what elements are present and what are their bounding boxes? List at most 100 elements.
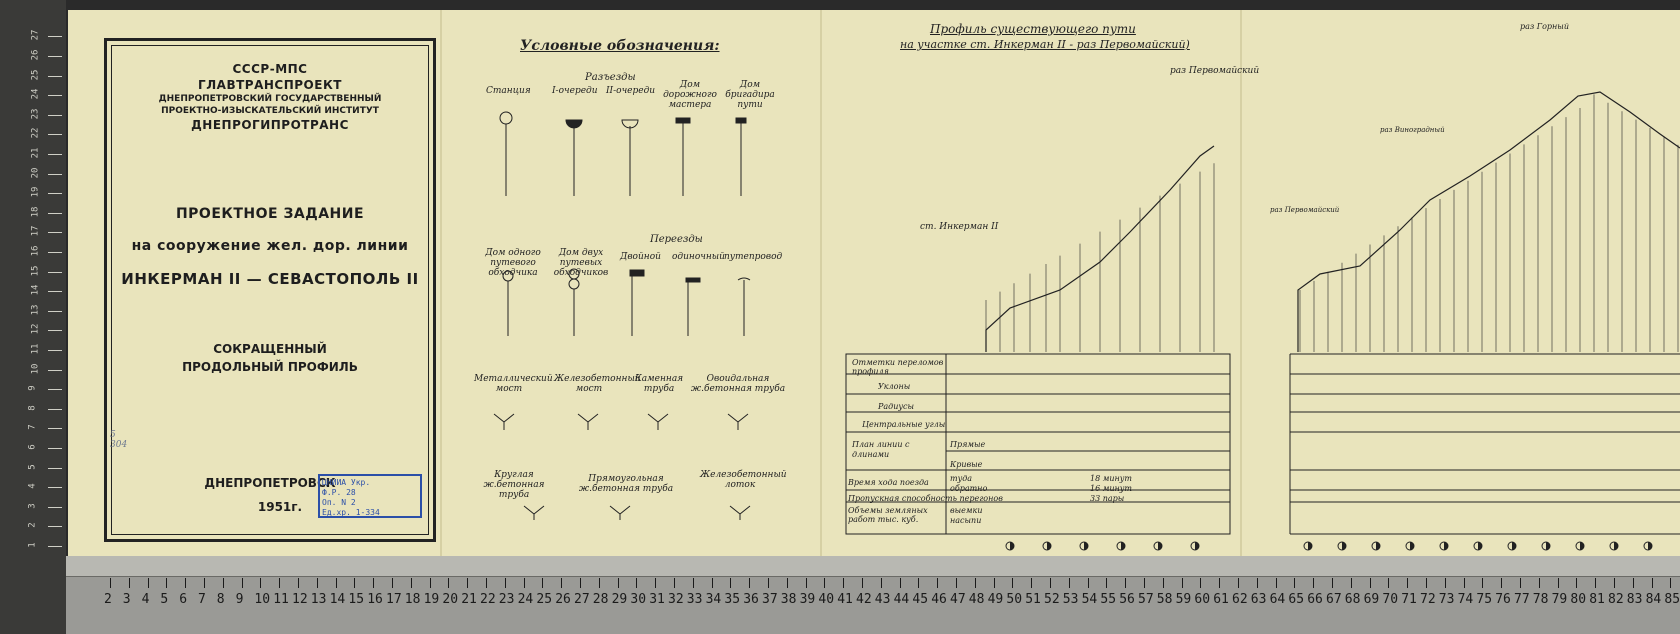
ruler-number: 82 (1608, 592, 1624, 607)
ruler-tick (185, 578, 187, 588)
razezd-2-icon (621, 119, 639, 129)
ruler-number: 27 (574, 592, 590, 607)
ruler-tick (110, 578, 111, 588)
ruler-tick (636, 578, 638, 588)
ruler-number: 48 (968, 592, 985, 607)
legend-item-rc-bridge: Железобетонный мост (554, 374, 641, 394)
ruler-number: 84 (1645, 592, 1662, 607)
ruler-number: 63 (1250, 592, 1267, 607)
legend-item-tray: Железобетонный лоток (700, 470, 787, 490)
km-marker-half (1195, 542, 1199, 550)
org-line-4: ПРОЕКТНО-ИЗЫСКАТЕЛЬСКИЙ ИНСТИТУТ (161, 106, 379, 116)
ruler-number: 4 (141, 592, 150, 607)
stamp-line: Ед.хр. 1-334 (322, 508, 380, 517)
legend-perezdy: Переезды (650, 234, 703, 245)
ruler-tick (843, 578, 845, 588)
ruler-tick (899, 578, 901, 588)
org-line-5: ДНЕПРОГИПРОТРАНС (191, 118, 349, 132)
ruler-tick (1012, 578, 1014, 588)
ruler-number: 35 (724, 592, 741, 607)
ruler-tick (48, 212, 62, 214)
ruler-number: 14 (329, 592, 346, 607)
ruler-number: 74 (1457, 592, 1474, 607)
ruler-tick (542, 578, 544, 588)
ruler-tick (1501, 578, 1503, 588)
ruler-number: 2 (104, 592, 112, 607)
ruler-number: 47 (950, 592, 966, 607)
ruler-number: 53 (1062, 592, 1079, 607)
profile-subtitle: на участке ст. Инкерман II - раз Первома… (900, 38, 1190, 51)
ruler-number: 36 (743, 592, 759, 607)
km-marker-half (1614, 542, 1618, 550)
legend-item-single-crossing: одиночный (672, 252, 725, 262)
ruler-tick (805, 578, 807, 588)
legend-item-razezd-2: II-очереди (606, 86, 656, 96)
ruler-number: 16 (367, 592, 383, 607)
ruler-tick (1031, 578, 1033, 588)
legend-item-metal-bridge: Металлический мост (474, 374, 553, 394)
legend-title: Условные обозначения: (520, 38, 720, 54)
ruler-number: 44 (893, 592, 910, 607)
ruler-number: 54 (1081, 592, 1098, 607)
ruler-tick (768, 578, 769, 588)
profile-line-2: ПРОДОЛЬНЫЙ ПРОФИЛЬ (182, 360, 358, 374)
row-sub-back: обратно (950, 484, 988, 493)
ruler-number: 57 (1138, 592, 1154, 607)
legend-item-stone-pipe: Каменная труба (634, 374, 684, 394)
km-marker-half (1410, 542, 1414, 550)
legend-razezdy: Разъезды (585, 72, 636, 83)
legend-item-razezd-1: I-очереди (552, 86, 598, 96)
year: 1951г. (257, 500, 303, 514)
ruler-number: 69 (1363, 592, 1380, 607)
ruler-tick (48, 95, 62, 97)
km-marker-half (1478, 542, 1482, 550)
row-sub-there: туда (950, 474, 973, 483)
km-marker-half (1444, 542, 1448, 550)
legend-item-ovoid-pipe: Овоидальная ж.бетонная труба (690, 374, 786, 394)
round-pipe-icon (523, 505, 545, 520)
document-subtitle: на сооружение жел. дор. линии (131, 238, 409, 254)
org-line-2: ГЛАВТРАНСПРОЕКТ (198, 78, 342, 92)
capacity-value: 33 пары (1090, 494, 1125, 503)
title-page-frame (104, 38, 436, 542)
ruler-number: 12 (292, 592, 308, 607)
ruler-tick (1670, 578, 1672, 588)
ruler-tick (48, 408, 62, 410)
profile-curve-right (1297, 91, 1680, 352)
ruler-number: 50 (1006, 592, 1023, 607)
ruler-number: 9 (235, 592, 244, 607)
ruler-tick (48, 75, 62, 77)
ruler-tick (279, 578, 281, 588)
ruler-tick (824, 578, 826, 588)
ruler-number: 28 (592, 592, 609, 607)
ruler-number: 6 (179, 592, 188, 607)
ruler-number: 65 (1288, 592, 1305, 607)
ruler-tick (335, 578, 337, 588)
km-marker-half (1648, 542, 1652, 550)
ruler-tick (204, 578, 205, 588)
document-title: ПРОЕКТНОЕ ЗАДАНИЕ (175, 206, 365, 222)
ruler-tick (48, 114, 62, 116)
ruler-tick (880, 578, 882, 588)
ruler-number: 83 (1626, 592, 1643, 607)
ruler-tick (580, 578, 581, 588)
ruler-tick (1520, 578, 1521, 588)
org-line-1: СССР-МПС (232, 62, 308, 76)
ruler-number: 29 (611, 592, 628, 607)
ruler-tick (1200, 578, 1202, 588)
station-inkerman-label: ст. Инкерман II (920, 222, 999, 232)
km-marker-half (1512, 542, 1516, 550)
ruler-number: 11 (273, 592, 289, 607)
ruler-number: 78 (1532, 592, 1549, 607)
rc-bridge-icon (577, 413, 599, 430)
ruler-tick (48, 291, 62, 293)
ruler-number: 80 (1570, 592, 1587, 607)
ruler-tick (1181, 578, 1183, 588)
km-marker-half (1047, 542, 1051, 550)
profile-line-1: СОКРАЩЕННЫЙ (213, 342, 327, 356)
ruler-tick (993, 578, 995, 588)
km-marker-half (1308, 542, 1312, 550)
ruler-number: 73 (1438, 592, 1455, 607)
ruler-tick (1125, 578, 1127, 588)
